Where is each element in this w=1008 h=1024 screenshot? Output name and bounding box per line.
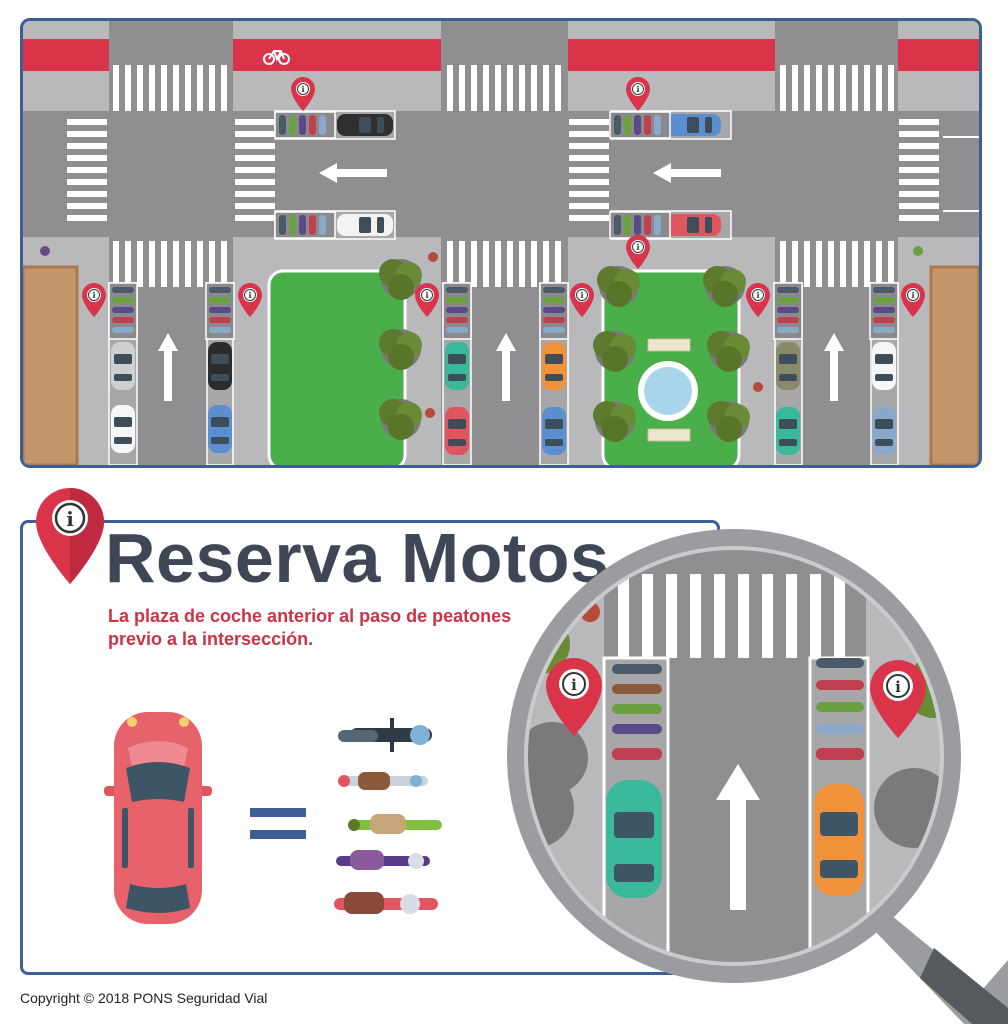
- page-subtitle: La plaza de coche anterior al paso de pe…: [108, 606, 512, 649]
- pedestrians: [40, 246, 923, 418]
- building: [23, 265, 79, 465]
- park: [267, 269, 407, 465]
- motorcycle: [334, 892, 438, 914]
- info-location-pin-icon: i: [870, 660, 926, 738]
- motorcycle: [336, 850, 430, 870]
- crosswalks: [67, 65, 939, 287]
- page-title: Reserva Motos: [105, 519, 610, 597]
- svg-text:i: i: [571, 676, 577, 694]
- info-location-pin-icon: i: [36, 488, 104, 584]
- motorcycle: [338, 772, 428, 790]
- bike-lane: [23, 39, 979, 71]
- motorcycles-illustration: [334, 718, 442, 914]
- building: [929, 265, 979, 465]
- svg-text:i: i: [66, 507, 74, 531]
- bicycle-icon: [263, 50, 290, 65]
- street-map-panel: i: [20, 18, 982, 468]
- magnifying-glass-icon: i i: [507, 529, 1008, 1024]
- street-map: i: [23, 21, 979, 465]
- info-location-pin-icon: i: [546, 658, 602, 736]
- equals-sign: [250, 808, 306, 840]
- fountain: [644, 367, 692, 415]
- copyright-text: Copyright © 2018 PONS Seguridad Vial: [20, 990, 268, 1006]
- motorcycle: [338, 718, 432, 752]
- svg-text:i: i: [895, 678, 901, 696]
- car-illustration: [104, 712, 212, 924]
- motorcycle: [348, 814, 442, 834]
- direction-arrow-icon: [158, 163, 844, 401]
